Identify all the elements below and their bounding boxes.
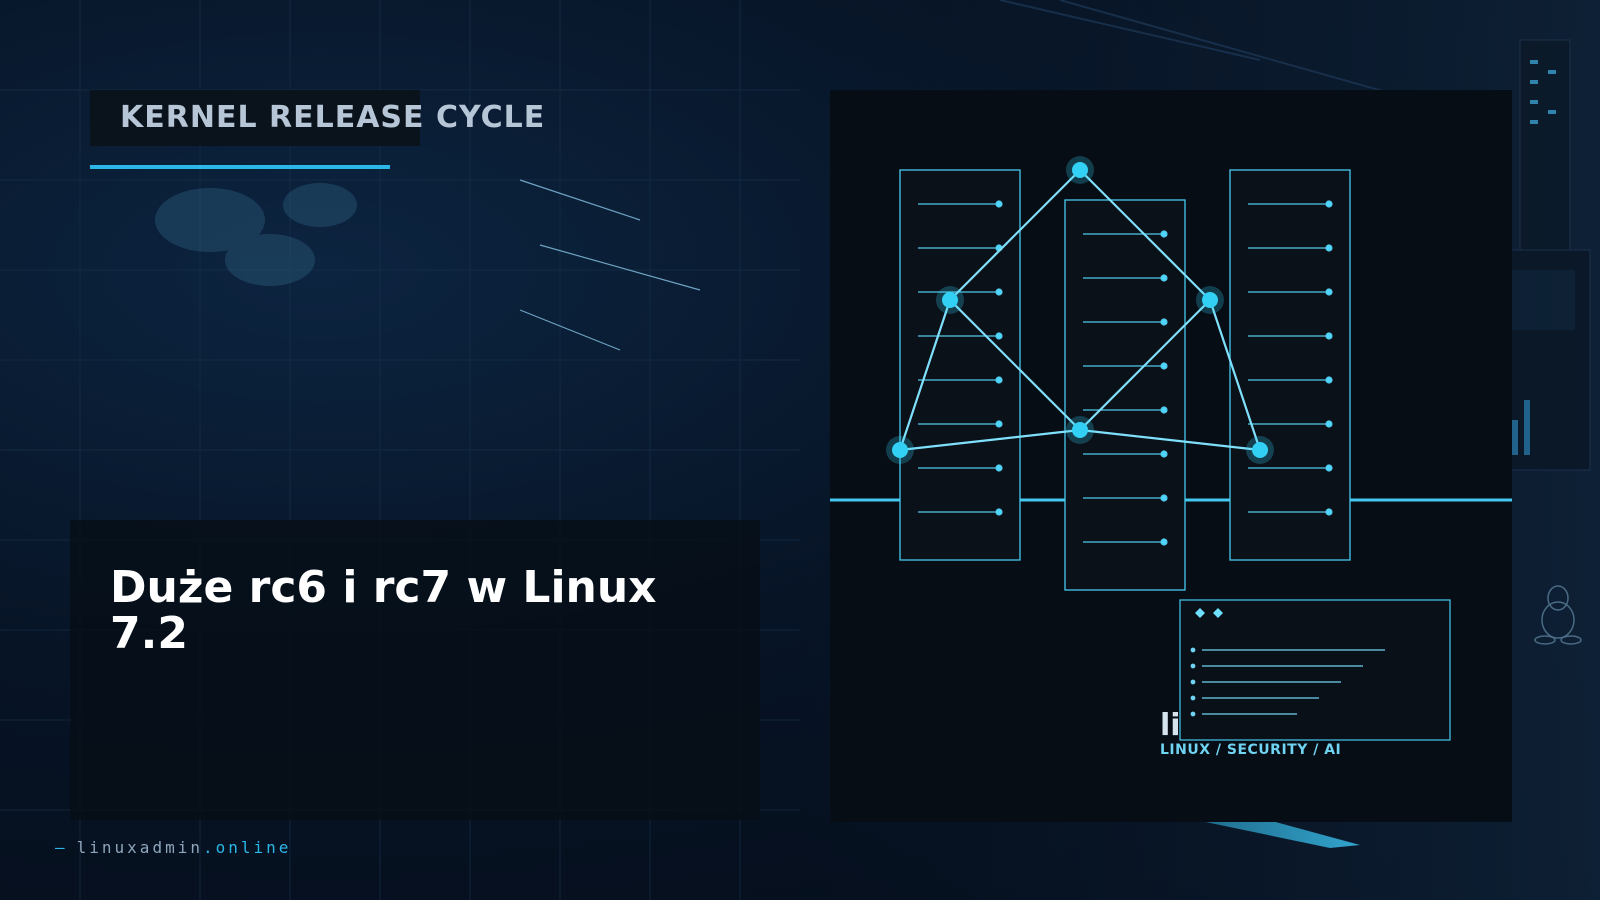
footer-site-tld: .online [202, 838, 292, 857]
footer-site[interactable]: — linuxadmin.online [55, 838, 291, 857]
network-links [898, 169, 1262, 452]
brand-tagline: LINUX / SECURITY / AI [1160, 742, 1342, 758]
header-box [90, 90, 420, 146]
footer-site-name: linuxadmin [76, 838, 203, 857]
footer-dash: — [55, 838, 65, 857]
headline-panel [70, 520, 760, 820]
header-underline [90, 165, 390, 169]
page-title: Duże rc6 i rc7 w Linux 7.2 [110, 562, 657, 659]
decorative-circles [155, 183, 357, 286]
network-node-icon [886, 156, 1274, 464]
brand-name-start: li [1160, 708, 1181, 743]
rack-slots [918, 200, 1333, 546]
server-rack-icon [899, 169, 1351, 591]
tux-penguin-icon [1534, 585, 1582, 645]
header-label: KERNEL RELEASE CYCLE [120, 100, 546, 135]
